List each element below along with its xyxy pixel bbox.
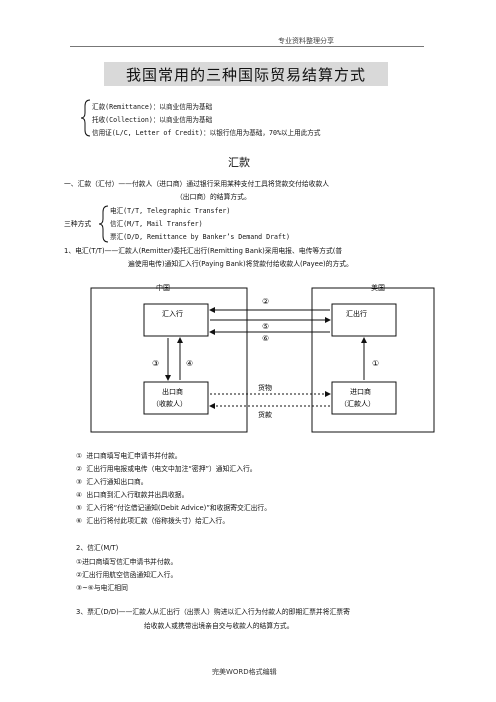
tt-description-line1: 1、电汇(T/T)——汇款人(Remitter)委托汇出行(Remitting …	[64, 247, 343, 255]
step-3-text: 汇入行通知出口商。	[86, 478, 148, 486]
step-4-num: ④	[76, 491, 83, 499]
step-4-marker: ④	[186, 359, 193, 368]
usa-label: 美国	[371, 283, 385, 292]
exporter-role-label: （收款人）	[152, 399, 187, 408]
goods-label: 货物	[258, 383, 272, 392]
step-5-marker: ⑤	[262, 322, 269, 331]
dd-description-line1: 3、票汇(D/D)——汇款人从汇出行（出票人）购进以汇入行为付款人的即期汇票并将…	[76, 608, 350, 616]
header-divider	[70, 46, 424, 47]
document-title: 我国常用的三种国际贸易结算方式	[104, 62, 388, 86]
section-title-remittance: 汇款	[228, 156, 250, 169]
step-5-text: 汇入行将“付讫借记通知(Debit Advice)”和收据寄交汇出行。	[86, 504, 272, 512]
overview-remittance: 汇款(Remittance)：以商业信用为基础	[92, 103, 213, 111]
remitting-bank-label: 汇出行	[346, 309, 367, 318]
mt-line-2: ②汇出行用航空信函通知汇入行。	[76, 571, 178, 579]
page-header-text: 专业资料整理分享	[278, 37, 334, 45]
paying-bank-box	[143, 303, 209, 337]
step-3-num: ③	[76, 478, 83, 486]
china-region-box	[90, 287, 248, 433]
importer-role-label: （汇款人）	[340, 399, 375, 408]
kind-dd: 票汇(D/D, Remittance by Banker’s Demand Dr…	[110, 233, 290, 241]
step-6-num: ⑥	[76, 517, 83, 525]
importer-box	[331, 381, 397, 415]
step-4-text: 出口商到汇入行取款并出具收据。	[86, 491, 189, 499]
kinds-label: 三种方式	[64, 220, 92, 228]
paying-bank-label: 汇入行	[162, 309, 183, 318]
step-5-num: ⑤	[76, 504, 83, 512]
step-6-marker: ⑥	[262, 334, 269, 343]
usa-region-box	[311, 287, 435, 433]
step-2-text: 汇出行用电报或电传（电文中加注“密押”）通知汇入行。	[86, 465, 257, 473]
overview-collection: 托收(Collection)：以商业信用为基础	[92, 116, 213, 124]
step-6-text: 汇出行将付此项汇款（俗称拨头寸）给汇入行。	[86, 517, 230, 525]
mt-line-3: ③~⑥与电汇相同	[76, 584, 128, 592]
step-2-marker: ②	[262, 297, 269, 306]
tt-flow-diagram: 中国 美国 汇入行 汇出行 出口商 （收款人） 进口商 （汇款人） ② ⑤ ⑥ …	[90, 283, 435, 433]
page-footer-text: 完美WORD格式编辑	[212, 668, 277, 676]
remitting-bank-box	[331, 303, 397, 337]
payment-label: 货款	[258, 410, 272, 419]
step-2-num: ②	[76, 465, 83, 473]
kind-mt: 信汇(M/T, Mail Transfer)	[110, 220, 203, 228]
importer-label: 进口商	[350, 387, 371, 396]
overview-letter-of-credit: 信用证(L/C, Letter of Credit)：以银行信用为基础，70%以…	[92, 129, 321, 137]
kind-tt: 电汇(T/T, Telegraphic Transfer)	[110, 207, 231, 215]
exporter-label: 出口商	[162, 387, 183, 396]
dd-description-line2: 给收款人或携带出境亲自交与收款人的结算方式。	[144, 622, 294, 630]
step-3-marker: ③	[152, 359, 159, 368]
remittance-definition-line1: 一、汇款（汇付）——付款人（进口商）通过银行采用某种支付工具将贷款交付给收款人	[64, 180, 330, 188]
kinds-brace	[98, 205, 109, 243]
tt-description-line2: 遍使用电传)通知汇入行(Paying Bank)将贷款付给收款人(Payee)的…	[128, 260, 353, 268]
china-label: 中国	[156, 283, 170, 292]
step-1-marker: ①	[372, 359, 379, 368]
exporter-box	[143, 381, 209, 415]
remittance-definition-line2: （出口商）的结算方式。	[176, 193, 251, 201]
overview-brace	[80, 99, 91, 137]
step-1-num: ①	[76, 452, 83, 460]
step-1-text: 进口商填写电汇申请书并付款。	[86, 452, 182, 460]
mt-line-1: ①进口商填写信汇申请书并付款。	[76, 558, 178, 566]
mt-heading: 2、信汇(M/T)	[76, 544, 119, 552]
